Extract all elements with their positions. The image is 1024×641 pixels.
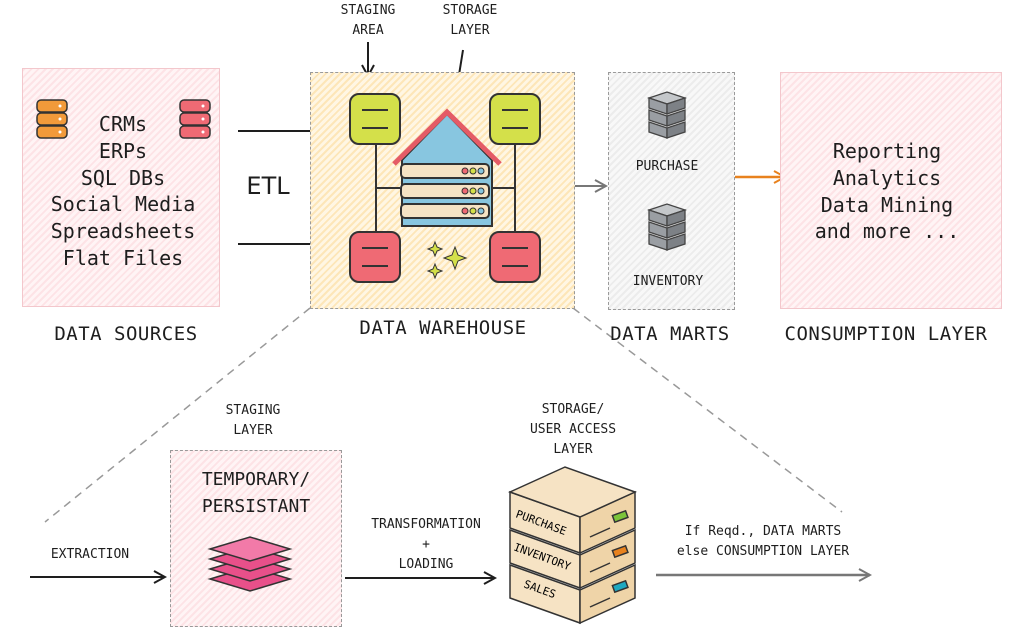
source-item: Social Media <box>50 192 196 217</box>
data-sources-label: DATA SOURCES <box>54 323 198 345</box>
database-icon-orange <box>36 99 68 139</box>
source-item: ERPs <box>98 138 148 163</box>
storage-stack-icon: PURCHASE INVENTORY SALES <box>508 466 637 625</box>
consumption-box <box>780 72 1002 309</box>
source-item: Spreadsheets <box>50 219 196 244</box>
temp-persist-label: TEMPORARY/PERSISTANT <box>201 469 311 517</box>
layers-icon <box>207 536 293 592</box>
zoom-line-right <box>572 307 843 513</box>
server-icon-purchase <box>646 91 688 139</box>
zoom-line-left <box>44 307 311 523</box>
database-icon-red <box>179 99 211 139</box>
consumption-item: Reporting <box>832 139 942 163</box>
consumption-item: Data Mining <box>820 192 954 217</box>
extraction-label: EXTRACTION <box>50 547 130 562</box>
server-icon-inventory <box>646 203 688 251</box>
staging-red-icon <box>489 231 541 283</box>
source-item: Flat Files <box>62 245 184 270</box>
consumption-list: Reporting Analytics Data Mining and more… <box>815 138 960 245</box>
staging-green-icon <box>489 93 541 145</box>
consumption-item: Analytics <box>832 165 942 190</box>
consumption-layer-label: CONSUMPTION LAYER <box>784 323 988 345</box>
data-warehouse-label: DATA WAREHOUSE <box>359 317 527 339</box>
transform-loading-label: TRANSFORMATION+LOADING <box>371 517 481 572</box>
data-sources-list: CRMs ERPs SQL DBs Social Media Spreadshe… <box>51 111 196 272</box>
staging-red-icon <box>349 231 401 283</box>
mart-purchase-label: PURCHASE <box>635 159 699 174</box>
warehouse-icon <box>349 93 541 283</box>
source-item: CRMs <box>98 112 148 136</box>
sparkle-icon <box>442 245 468 271</box>
consumption-item: and more ... <box>814 219 960 244</box>
staging-green-icon <box>349 93 401 145</box>
source-item: SQL DBs <box>80 165 166 190</box>
data-marts-label: DATA MARTS <box>610 323 730 345</box>
mart-inventory-label: INVENTORY <box>632 274 704 289</box>
etl-label: ETL <box>246 172 290 200</box>
